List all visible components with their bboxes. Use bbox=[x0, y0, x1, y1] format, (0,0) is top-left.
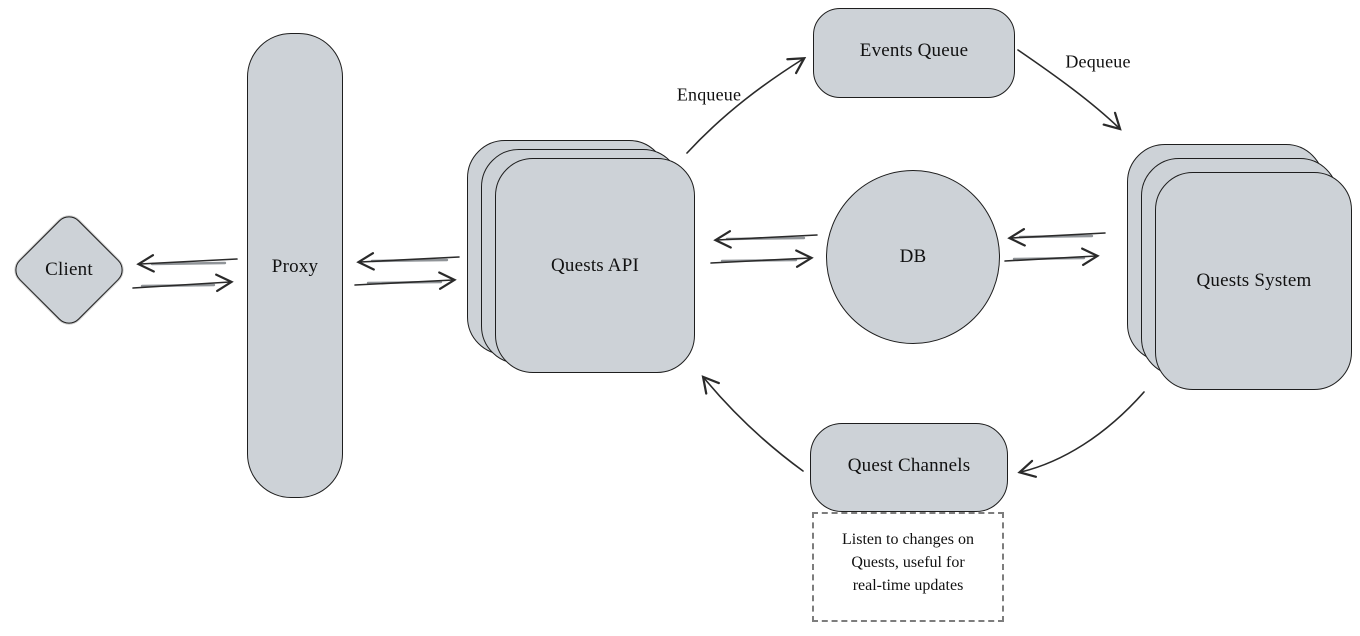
arrow-enqueue bbox=[686, 56, 807, 154]
quest-channels-label: Quest Channels bbox=[847, 455, 971, 476]
quests-system-label: Quests System bbox=[1196, 270, 1312, 291]
arrow-proxy-to-api bbox=[354, 271, 457, 290]
proxy-node bbox=[247, 33, 343, 498]
arrow-proxy-to-client bbox=[136, 254, 238, 273]
client-label: Client bbox=[45, 259, 93, 280]
note-line-1: Listen to changes on bbox=[842, 531, 974, 548]
note-line-3: real-time updates bbox=[852, 577, 964, 594]
quests-system-node bbox=[1155, 172, 1352, 390]
arrow-channels-to-api bbox=[701, 375, 804, 472]
events-queue-label: Events Queue bbox=[859, 40, 969, 61]
arrow-system-to-channels bbox=[1017, 391, 1145, 478]
quest-channels-node bbox=[810, 423, 1008, 512]
enqueue-edge-label: Enqueue bbox=[676, 84, 742, 105]
arrow-client-to-proxy bbox=[132, 273, 234, 293]
note-line-2: Quests, useful for bbox=[851, 554, 965, 571]
events-queue-node bbox=[813, 8, 1015, 98]
dequeue-edge-label: Dequeue bbox=[1065, 51, 1131, 72]
quests-api-node bbox=[495, 158, 695, 373]
arrow-db-to-system bbox=[1004, 247, 1100, 267]
arrow-system-to-db bbox=[1007, 228, 1106, 247]
db-label: DB bbox=[899, 246, 927, 267]
quest-channels-note: Listen to changes on Quests, useful for … bbox=[812, 512, 1004, 622]
arrow-api-to-db bbox=[710, 249, 814, 268]
arrow-api-to-proxy bbox=[356, 252, 460, 271]
arrow-db-to-api bbox=[713, 230, 818, 249]
quests-api-label: Quests API bbox=[550, 255, 640, 276]
echo-client-proxy-upper bbox=[150, 261, 227, 266]
proxy-label: Proxy bbox=[271, 256, 319, 277]
db-node bbox=[826, 170, 1000, 344]
arrow-dequeue bbox=[1017, 49, 1122, 131]
